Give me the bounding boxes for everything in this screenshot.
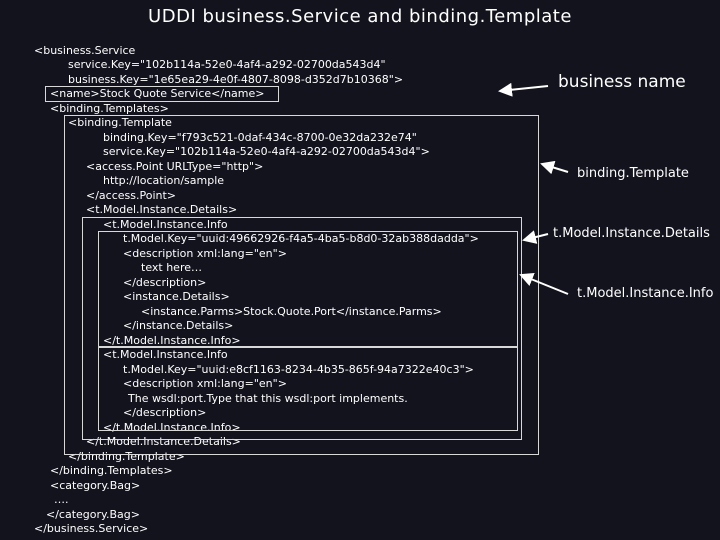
code-line: </description> — [123, 406, 207, 419]
code-line: binding.Key="f793c521-0daf-434c-8700-0e3… — [103, 131, 417, 144]
code-line: <instance.Details> — [123, 290, 230, 303]
code-line: <access.Point URLType="http"> — [86, 160, 264, 173]
code-line: <instance.Parms>Stock.Quote.Port</instan… — [141, 305, 442, 318]
code-line: <binding.Templates> — [50, 102, 169, 115]
arrow-binding-template — [540, 160, 569, 175]
code-line: <t.Model.Instance.Info — [103, 218, 228, 231]
code-line: <business.Service — [34, 44, 136, 57]
label-business-name: business name — [558, 72, 686, 92]
code-line: </t.Model.Instance.Info> — [103, 334, 241, 347]
tmodel-instance-details-box — [82, 217, 522, 440]
code-line: business.Key="1e65ea29-4e0f-4807-8098-d3… — [68, 73, 404, 86]
code-line: <category.Bag> — [50, 479, 141, 492]
code-line: </business.Service> — [34, 522, 149, 535]
code-line: text here… — [141, 261, 202, 274]
code-line: </binding.Template> — [68, 450, 185, 463]
code-line: t.Model.Key="uuid:49662926-f4a5-4ba5-b8d… — [123, 232, 479, 245]
code-line: t.Model.Key="uuid:e8cf1163-8234-4b35-865… — [123, 363, 474, 376]
code-line: </binding.Templates> — [50, 464, 173, 477]
code-line: </description> — [123, 276, 207, 289]
label-tmodel-instance-info: t.Model.Instance.Info — [577, 286, 714, 301]
code-line: <description xml:lang="en"> — [123, 377, 287, 390]
name-highlight-box — [45, 86, 279, 102]
code-line: </instance.Details> — [123, 319, 234, 332]
code-line: <name>Stock Quote Service</name> — [50, 87, 265, 100]
tmodel-instance-info-box-2 — [98, 347, 518, 431]
code-line: <description xml:lang="en"> — [123, 247, 287, 260]
code-line: </t.Model.Instance.Details> — [86, 435, 241, 448]
slide-title: UDDI business.Service and binding.Templa… — [148, 6, 572, 27]
code-line: </access.Point> — [86, 189, 177, 202]
code-line: <binding.Template — [68, 116, 172, 129]
binding-template-box — [64, 115, 539, 455]
code-line: service.Key="102b114a-52e0-4af4-a292-027… — [103, 145, 430, 158]
label-tmodel-instance-details: t.Model.Instance.Details — [553, 226, 710, 241]
arrow-tmodel-instance-details — [522, 230, 549, 244]
code-line: <t.Model.Instance.Info — [103, 348, 228, 361]
code-line: </category.Bag> — [46, 508, 140, 521]
label-binding-template: binding.Template — [577, 166, 689, 181]
arrow-tmodel-instance-info — [519, 273, 569, 295]
code-line: service.Key="102b114a-52e0-4af4-a292-027… — [68, 58, 386, 71]
code-line: …. — [54, 493, 69, 506]
arrow-business-name — [498, 82, 549, 97]
code-line: http://location/sample — [103, 174, 225, 187]
code-line: <t.Model.Instance.Details> — [86, 203, 238, 216]
code-line: The wsdl:port.Type that this wsdl:port i… — [128, 392, 408, 405]
tmodel-instance-info-box-1 — [98, 231, 518, 347]
